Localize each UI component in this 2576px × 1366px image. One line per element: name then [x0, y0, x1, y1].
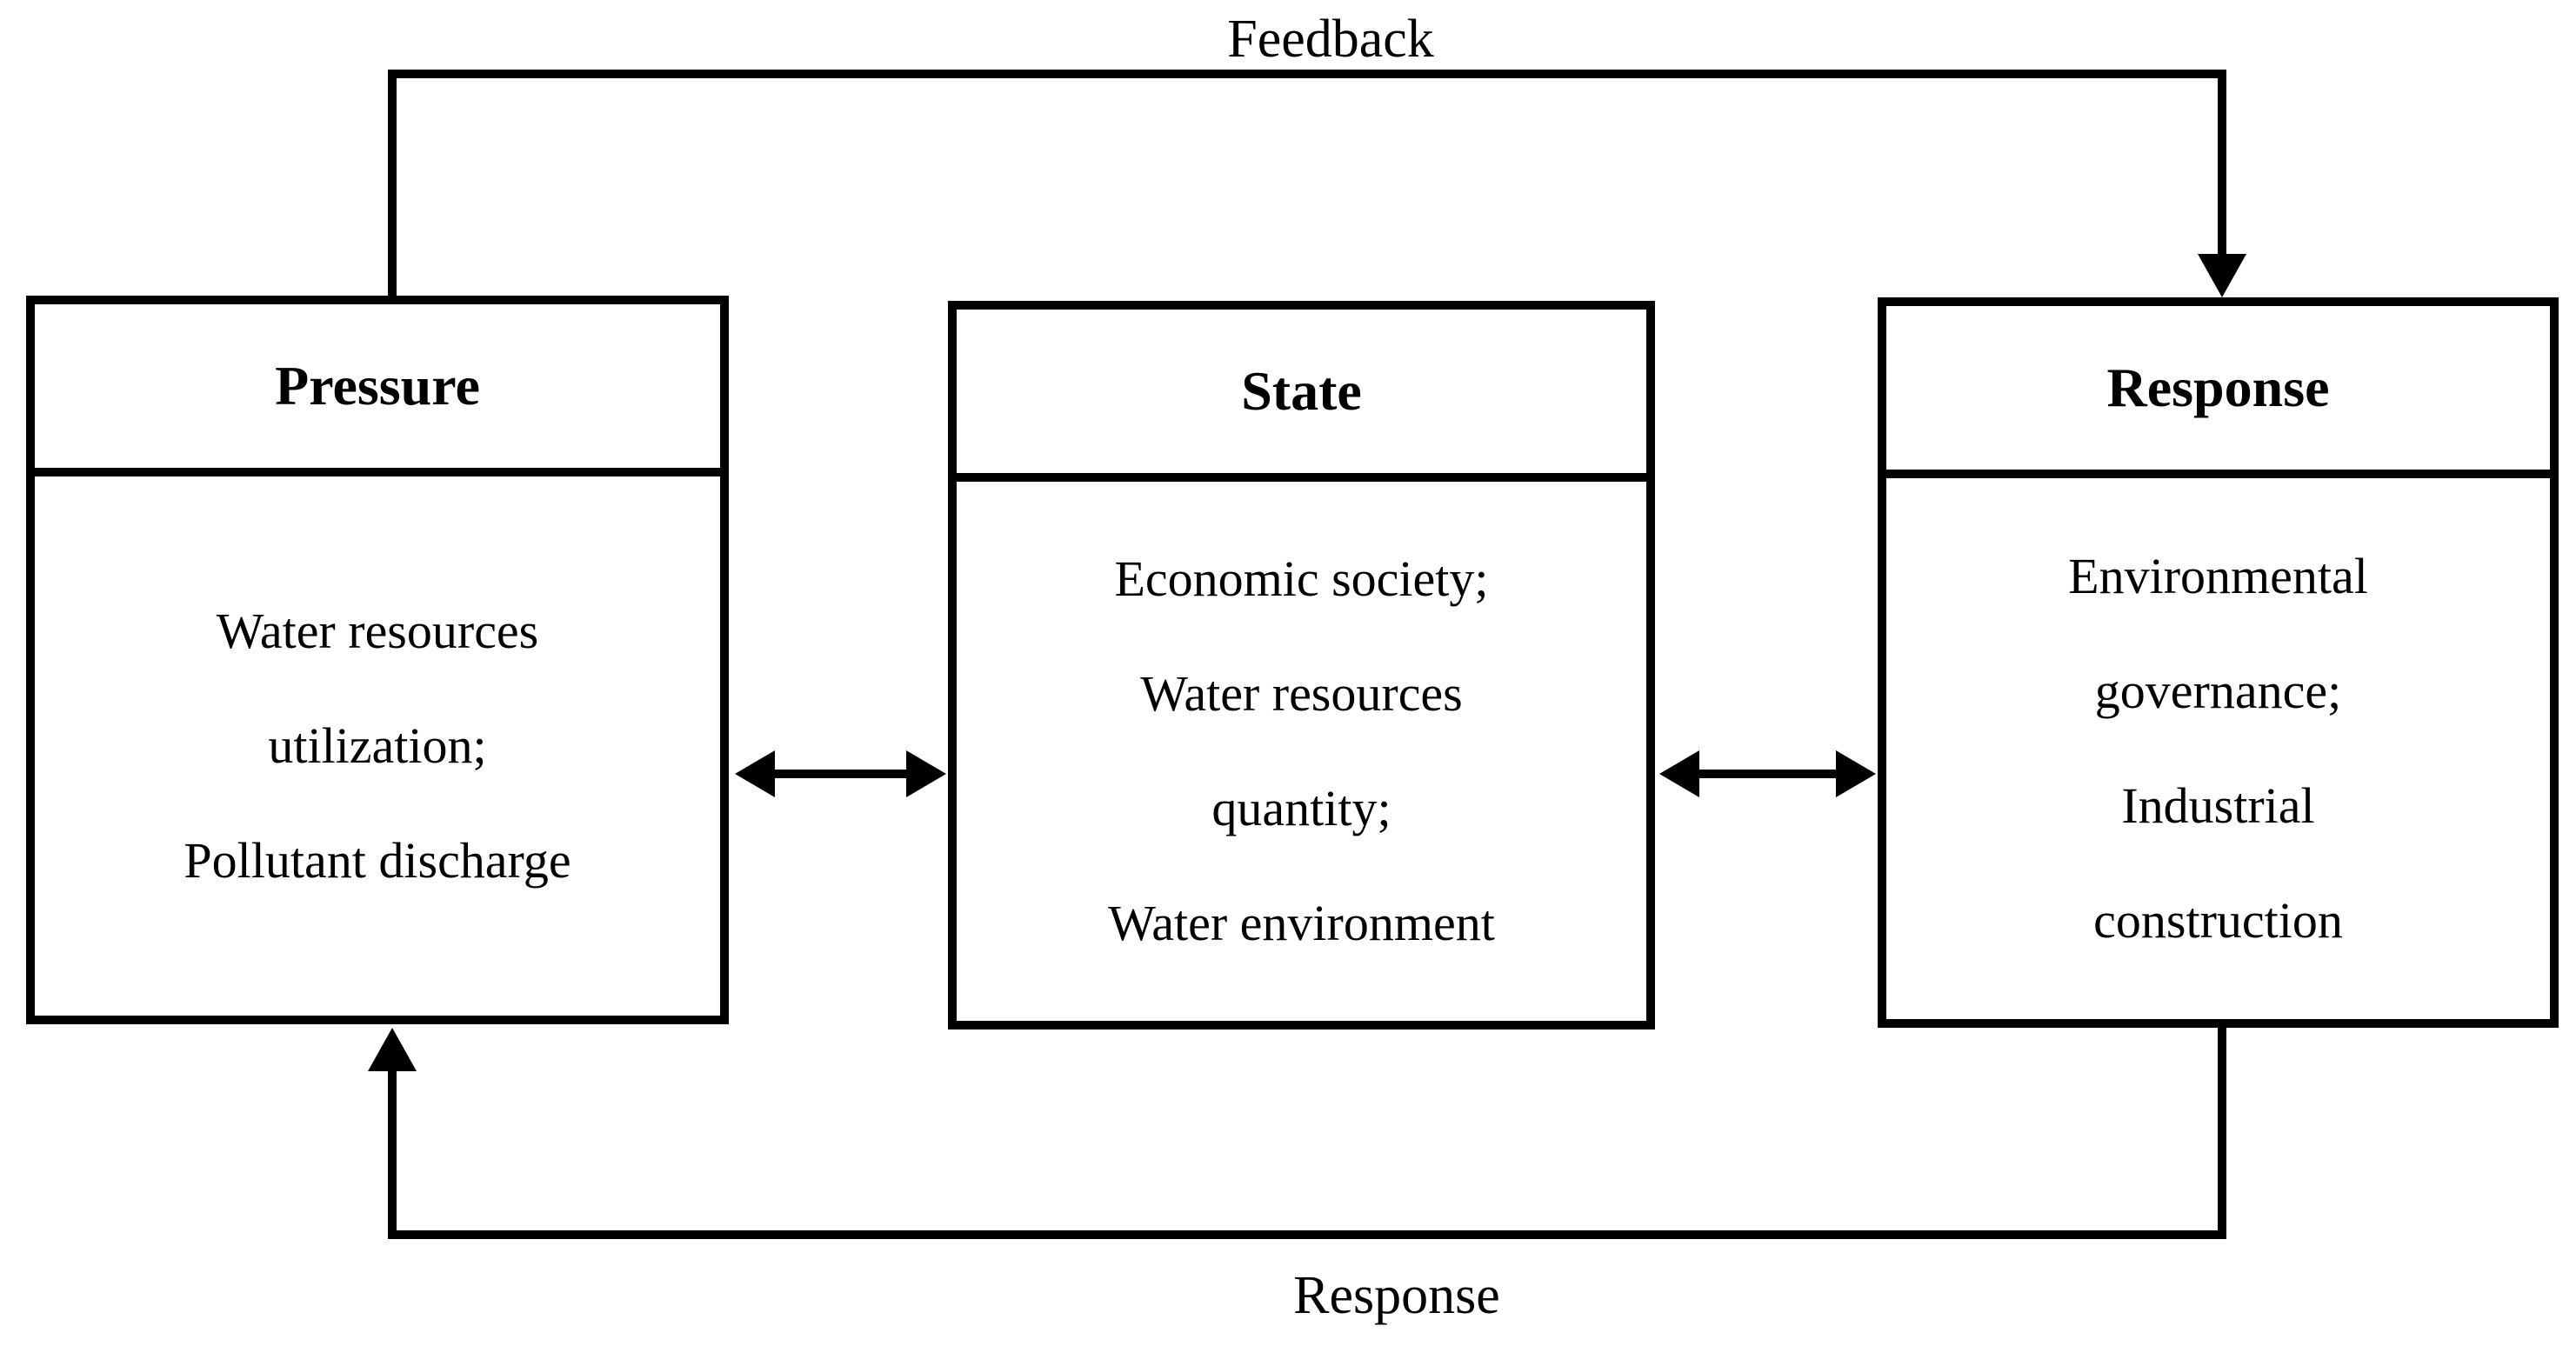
- arrowhead-up-icon: [368, 1028, 417, 1071]
- box-title: Pressure: [35, 304, 720, 476]
- arrowhead-down-icon: [2198, 254, 2246, 297]
- box-line: construction: [2093, 892, 2343, 949]
- box-pressure: Pressure Water resources utilization; Po…: [26, 296, 729, 1024]
- box-line: Water resources: [216, 603, 539, 659]
- box-line: Industrial: [2121, 777, 2315, 834]
- double-arrow-shaft: [1694, 770, 1841, 778]
- box-body: Water resources utilization; Pollutant d…: [35, 476, 720, 1016]
- box-line: quantity;: [1211, 780, 1391, 836]
- box-body: Economic society; Water resources quanti…: [957, 482, 1646, 1021]
- arrowhead-left-icon: [735, 750, 775, 797]
- box-line: Water environment: [1108, 895, 1495, 951]
- arrowhead-left-icon: [1659, 750, 1699, 797]
- box-line: utilization;: [268, 717, 487, 774]
- arrowhead-right-icon: [906, 750, 946, 797]
- double-arrow-shaft: [770, 770, 911, 778]
- box-title: State: [957, 310, 1646, 482]
- feedback-line-top: [388, 70, 2226, 78]
- box-line: Economic society;: [1114, 550, 1489, 607]
- box-line: governance;: [2094, 663, 2342, 719]
- feedback-label: Feedback: [1227, 10, 1434, 69]
- box-line: Pollutant discharge: [184, 832, 571, 889]
- box-body: Environmental governance; Industrial con…: [1886, 478, 2550, 1019]
- box-line: Water resources: [1140, 665, 1463, 722]
- box-response: Response Environmental governance; Indus…: [1878, 297, 2559, 1028]
- box-state: State Economic society; Water resources …: [948, 301, 1655, 1029]
- response-label: Response: [1293, 1266, 1500, 1325]
- response-line-left: [388, 1069, 397, 1239]
- response-line-bottom: [388, 1230, 2226, 1239]
- response-line-right: [2218, 1026, 2226, 1239]
- box-title: Response: [1886, 306, 2550, 478]
- feedback-line-left: [388, 70, 397, 300]
- feedback-line-right: [2218, 70, 2226, 256]
- arrowhead-right-icon: [1836, 750, 1876, 797]
- box-line: Environmental: [2068, 548, 2368, 604]
